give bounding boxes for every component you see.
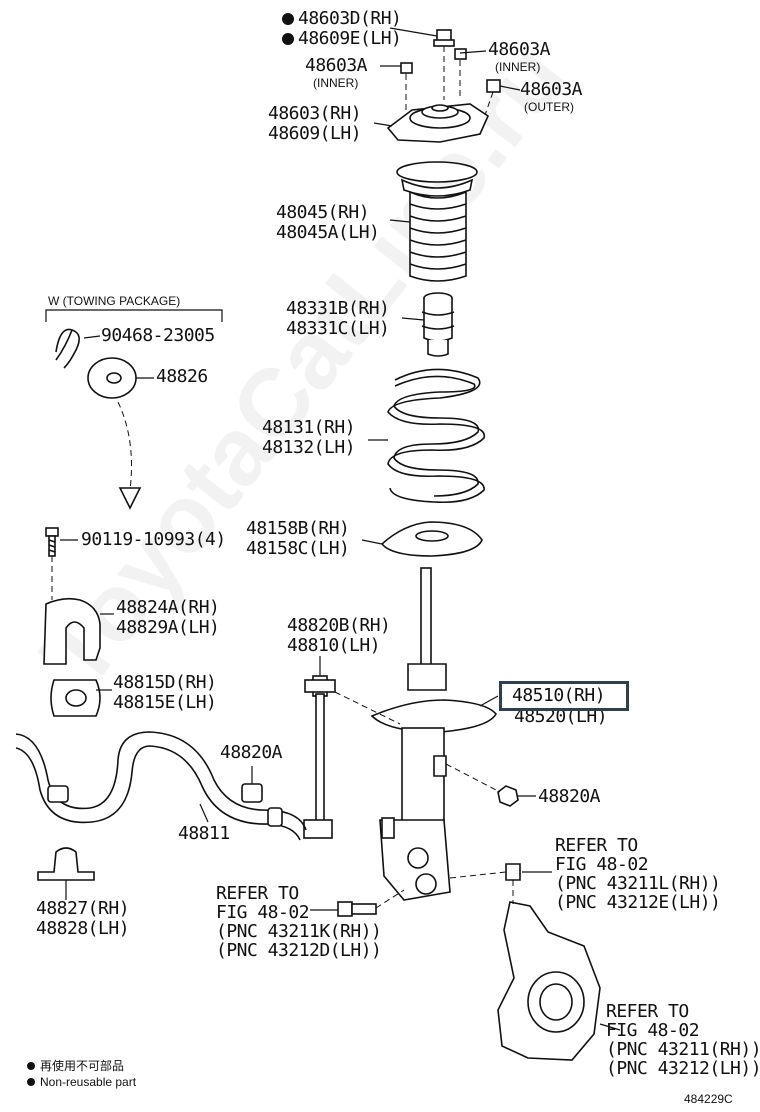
inner-nut-left-icon xyxy=(400,62,413,74)
label-48603a-inner-right: 48603A xyxy=(488,39,551,60)
coil-spring-icon xyxy=(387,368,485,504)
ref2-title: REFER TO xyxy=(216,883,299,904)
label-48811: 48811 xyxy=(178,823,230,844)
inner-nut-right-icon xyxy=(454,48,467,60)
note-inner-left: (INNER) xyxy=(313,76,359,90)
link-nut-left-icon xyxy=(241,783,263,803)
label-48331b-rh: 48331B(RH) xyxy=(286,298,390,319)
steering-knuckle-icon xyxy=(497,863,601,1061)
label-48810-lh: 48810(LH) xyxy=(287,635,381,656)
ref1-pnc-rh: (PNC 43211L(RH)) xyxy=(555,873,721,894)
towing-package-label: W (TOWING PACKAGE) xyxy=(48,294,181,308)
label-48609e-lh: 48609E(LH) xyxy=(298,28,402,49)
ref2-pnc-rh: (PNC 43211K(RH)) xyxy=(216,921,382,942)
label-48826: 48826 xyxy=(156,366,208,387)
bolt-icon xyxy=(45,527,59,557)
clip-icon xyxy=(55,328,80,369)
label-48520-lh: 48520(LH) xyxy=(514,706,608,727)
label-48603a-inner-left: 48603A xyxy=(305,55,368,76)
washer-icon xyxy=(87,357,137,399)
label-48331c-lh: 48331C(LH) xyxy=(286,318,390,339)
label-48131-rh: 48131(RH) xyxy=(262,417,356,438)
stabilizer-link-icon xyxy=(303,675,336,839)
strut-mount-icon xyxy=(386,103,490,143)
bump-stopper-icon xyxy=(421,292,455,357)
label-48603d-rh: 48603D(RH) xyxy=(298,8,402,29)
label-48815d-rh: 48815D(RH) xyxy=(113,672,217,693)
ref1-title: REFER TO xyxy=(555,835,638,856)
ref2-fig: FIG 48-02 xyxy=(216,902,310,923)
label-48827-rh: 48827(RH) xyxy=(36,898,130,919)
label-48828-lh: 48828(LH) xyxy=(36,918,130,939)
label-48829a-lh: 48829A(LH) xyxy=(116,617,220,638)
knuckle-bolt-icon xyxy=(337,901,377,917)
highlighted-part-box: 48510(RH) xyxy=(499,681,629,711)
label-90119-10993: 90119-10993(4) xyxy=(81,529,226,550)
shock-absorber-icon xyxy=(370,567,497,901)
label-48510-rh: 48510(RH) xyxy=(512,685,606,706)
ref3-fig: FIG 48-02 xyxy=(606,1020,700,1041)
label-48045a-lh: 48045A(LH) xyxy=(276,222,380,243)
upper-nut-icon xyxy=(433,29,455,47)
label-48045-rh: 48045(RH) xyxy=(276,202,370,223)
label-48158c-lh: 48158C(LH) xyxy=(246,538,350,559)
label-48158b-rh: 48158B(RH) xyxy=(246,518,350,539)
spring-seat-icon xyxy=(380,521,483,557)
legend-chinese: 再使用不可部品 xyxy=(40,1059,125,1073)
legend-english: Non-reusable part xyxy=(40,1075,137,1089)
bushing-icon xyxy=(50,679,101,717)
note-inner-right: (INNER) xyxy=(495,60,541,74)
stabilizer-clamp-icon xyxy=(37,847,95,881)
ref1-fig: FIG 48-02 xyxy=(555,854,649,875)
ref3-title: REFER TO xyxy=(606,1001,689,1022)
label-48132-lh: 48132(LH) xyxy=(262,437,356,458)
label-90468-23005: 90468-23005 xyxy=(101,325,215,346)
label-48603a-outer: 48603A xyxy=(520,79,583,100)
label-48815e-lh: 48815E(LH) xyxy=(113,692,217,713)
ref3-pnc-lh: (PNC 43212(LH)) xyxy=(606,1058,760,1079)
label-48820a-right: 48820A xyxy=(538,786,601,807)
figure-code: 484229C xyxy=(684,1092,733,1106)
label-48603-rh: 48603(RH) xyxy=(268,103,362,124)
ref3-pnc-rh: (PNC 43211(RH)) xyxy=(606,1039,760,1060)
outer-nut-icon xyxy=(486,79,501,93)
note-outer: (OUTER) xyxy=(524,100,574,114)
ref2-pnc-lh: (PNC 43212D(LH)) xyxy=(216,940,382,961)
dust-boot-icon xyxy=(396,161,478,282)
label-48820b-rh: 48820B(RH) xyxy=(287,615,391,636)
stabilizer-bar-icon xyxy=(15,731,307,841)
label-48609-lh: 48609(LH) xyxy=(268,123,362,144)
label-48824a-rh: 48824A(RH) xyxy=(116,597,220,618)
bushing-bracket-icon xyxy=(43,597,101,665)
label-48820a-left: 48820A xyxy=(220,742,283,763)
link-nut-right-icon xyxy=(497,785,519,807)
ref1-pnc-lh: (PNC 43212E(LH)) xyxy=(555,892,721,913)
